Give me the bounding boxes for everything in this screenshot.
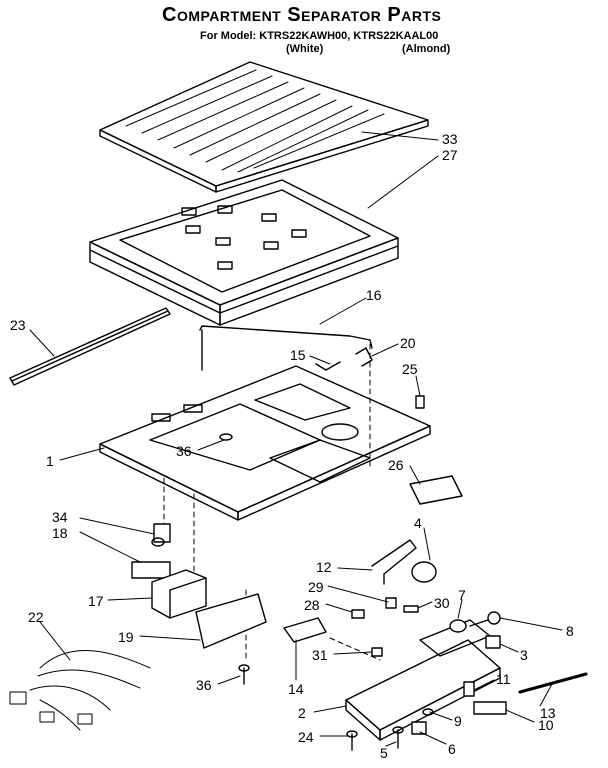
- callout-36: 36: [176, 443, 192, 459]
- callout-26: 26: [388, 457, 404, 473]
- part-3-part: [485, 635, 501, 649]
- callout-33: 33: [442, 131, 458, 147]
- callout-15: 15: [290, 347, 306, 363]
- part-31-clip: [371, 647, 383, 657]
- callout-25: 25: [402, 361, 418, 377]
- callout-29: 29: [308, 579, 324, 595]
- diagram-header: Compartment Separator Parts For Model: K…: [0, 0, 608, 80]
- callout-11: 11: [496, 671, 511, 687]
- part-22-harness: [9, 650, 151, 731]
- leader-lines: [29, 131, 563, 747]
- callout-2: 2: [298, 705, 306, 721]
- part-29-clip: [385, 597, 397, 609]
- callout-6: 6: [448, 741, 456, 757]
- part-18-plate: [131, 561, 171, 579]
- part-26-tape: [409, 475, 463, 505]
- part-20-bracket: [355, 347, 373, 367]
- part-6-part: [411, 721, 427, 735]
- model-line: For Model: KTRS22KAWH00, KTRS22KAAL00: [200, 30, 439, 42]
- callout-14: 14: [288, 681, 304, 697]
- part-24-screw: [346, 730, 358, 751]
- part-15-bracket: [315, 361, 341, 371]
- part-34-knob: [151, 523, 171, 547]
- part-30-clip: [403, 605, 419, 613]
- diagram-title: Compartment Separator Parts: [162, 4, 442, 26]
- callout-10: 10: [538, 717, 554, 733]
- callout-16: 16: [366, 287, 382, 303]
- part-36-screw: [238, 664, 250, 685]
- color-label-almond: (Almond): [402, 43, 451, 55]
- callout-3: 3: [520, 647, 528, 663]
- callout-27: 27: [442, 147, 458, 163]
- part-10-part: [473, 701, 507, 715]
- part-27-frame: [89, 179, 399, 326]
- part-9-part: [422, 708, 434, 716]
- part-13-rod: [518, 672, 588, 694]
- callout-19: 19: [118, 629, 134, 645]
- part-4-motor: [411, 561, 437, 583]
- callout-22: 22: [28, 609, 44, 625]
- part-5-screw: [392, 726, 404, 749]
- callout-24: 24: [298, 729, 314, 745]
- callout-8: 8: [566, 623, 574, 639]
- part-8-sensor: [469, 611, 501, 627]
- part-14-plate: [283, 617, 327, 643]
- part-7-part: [449, 619, 467, 633]
- callout-7: 7: [458, 587, 466, 603]
- part-11-part: [463, 681, 475, 697]
- callout-18: 18: [52, 525, 68, 541]
- part-33-shelf: [99, 61, 429, 193]
- callout-17: 17: [88, 593, 104, 609]
- callout-34: 34: [52, 509, 68, 525]
- part-23-strip: [9, 307, 171, 386]
- callout-4: 4: [414, 515, 422, 531]
- part-16-rod: [199, 325, 373, 371]
- callout-12: 12: [316, 559, 332, 575]
- callout-labels: 33 27 16 23 20 15 25 1 36 26 34 18 4 12 …: [10, 131, 574, 761]
- callout-1: 1: [46, 453, 54, 469]
- callout-9: 9: [454, 713, 462, 729]
- callout-20: 20: [400, 335, 416, 351]
- part-12-bracket: [371, 539, 417, 585]
- callout-36-lower: 36: [196, 677, 212, 693]
- callout-23: 23: [10, 317, 26, 333]
- part-17-control: [151, 569, 207, 619]
- part-25-clip: [415, 395, 425, 409]
- callout-28: 28: [304, 597, 320, 613]
- callout-13: 13: [540, 705, 556, 721]
- part-1-separator: [99, 365, 431, 521]
- part-28-clip: [351, 609, 365, 619]
- callout-5: 5: [380, 745, 388, 761]
- part-19-bracket: [195, 593, 267, 649]
- callout-31: 31: [312, 647, 328, 663]
- color-label-white: (White): [286, 43, 324, 55]
- callout-30: 30: [434, 595, 450, 611]
